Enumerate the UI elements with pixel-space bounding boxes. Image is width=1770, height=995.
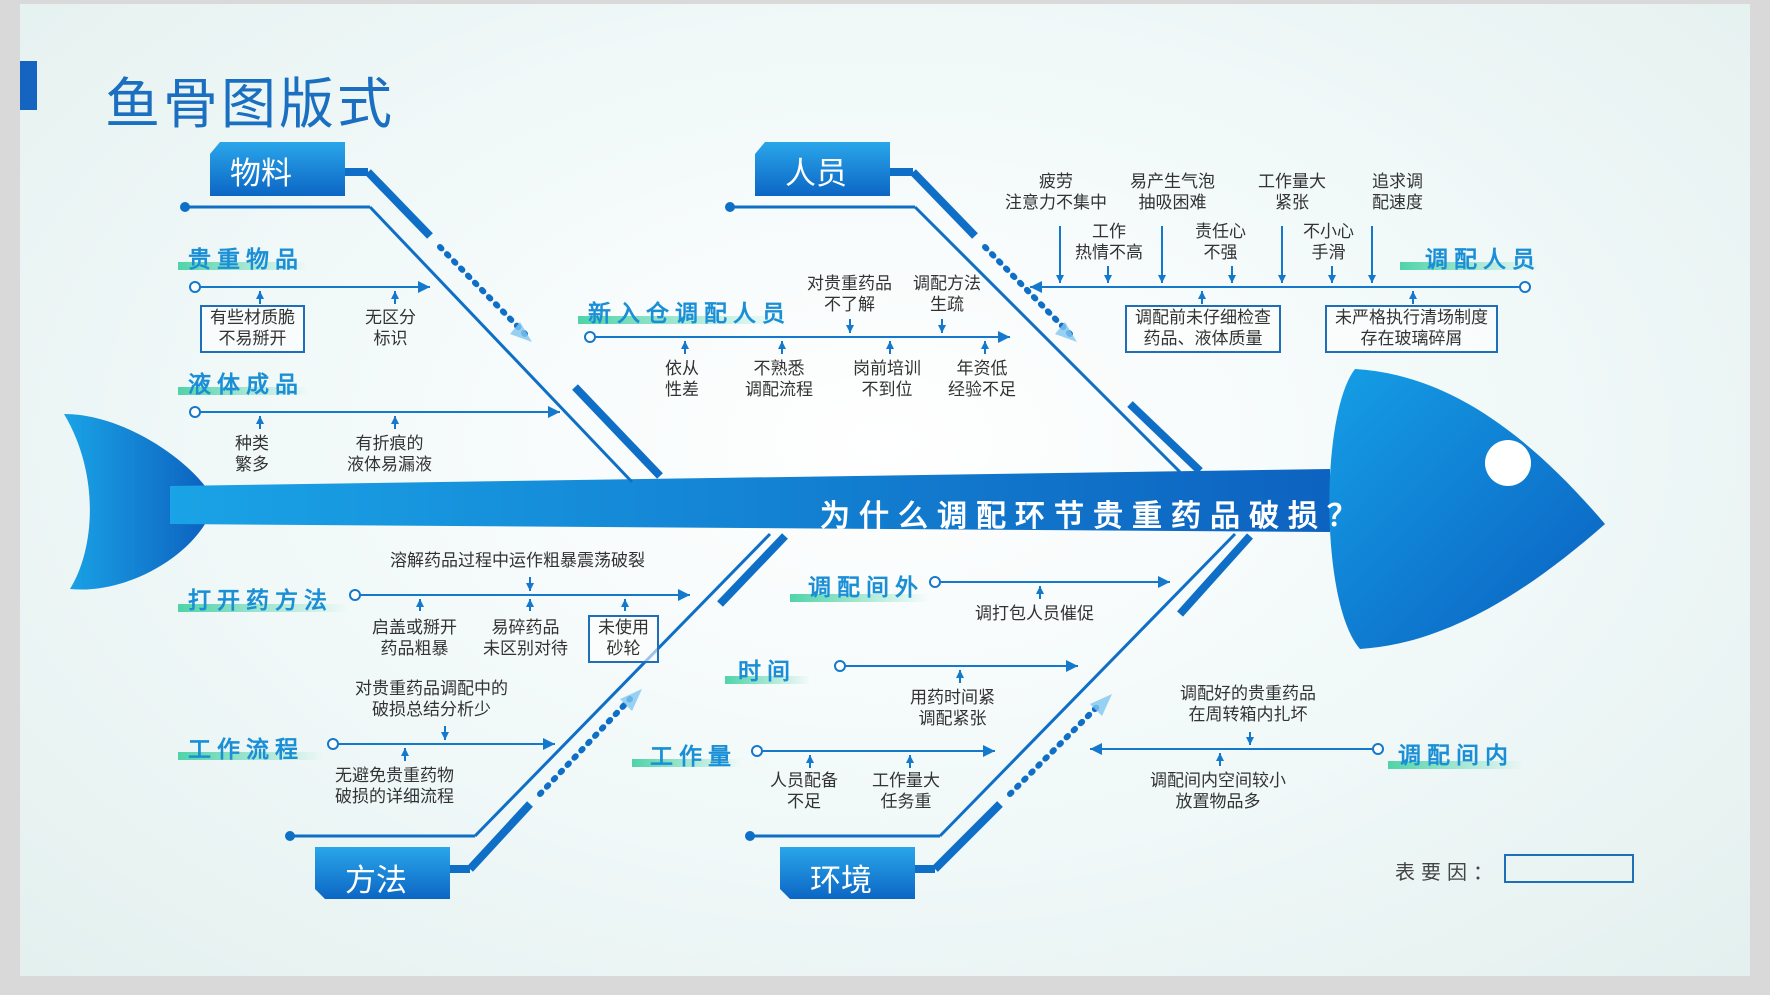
category-liquid-products: 液体成品 bbox=[188, 372, 304, 398]
tab-label-methods: 方法 bbox=[345, 863, 407, 899]
page-title: 鱼骨图版式 bbox=[105, 72, 396, 136]
cause-unfamiliar-flow: 不熟悉调配流程 bbox=[745, 359, 813, 400]
cause-speed: 追求调配速度 bbox=[1372, 172, 1423, 213]
cause-low-responsibility: 责任心不强 bbox=[1195, 222, 1246, 263]
problem-statement: 为什么调配环节贵重药品破损？ bbox=[820, 499, 1366, 534]
cause-box-puncture: 调配好的贵重药品在周转箱内扎坏 bbox=[1180, 684, 1316, 725]
tab-personnel bbox=[755, 142, 890, 196]
cause-junior: 年资低经验不足 bbox=[948, 359, 1016, 400]
tab-methods bbox=[315, 847, 450, 899]
cause-rough-shaking: 溶解药品过程中运作粗暴震荡破裂 bbox=[390, 551, 645, 571]
fish-spine bbox=[170, 469, 1330, 532]
category-outside-room: 调配间外 bbox=[808, 575, 924, 601]
cause-low-enthusiasm: 工作热情不高 bbox=[1075, 222, 1143, 263]
cause-box-no-check: 调配前未仔细检查药品、液体质量 bbox=[1125, 305, 1281, 353]
cause-many-types: 种类繁多 bbox=[235, 434, 269, 475]
bone-top-right bbox=[730, 168, 1203, 474]
cause-box-brittle: 有些材质脆不易掰开 bbox=[200, 305, 305, 353]
category-inside-room: 调配间内 bbox=[1398, 743, 1514, 769]
cause-rough-opening: 启盖或掰开药品粗暴 bbox=[372, 618, 457, 659]
category-new-staff: 新入仓调配人员 bbox=[588, 301, 791, 327]
category-dispensing-staff: 调配人员 bbox=[1425, 247, 1541, 273]
cause-fragile-untreated: 易碎药品未区别对待 bbox=[483, 618, 568, 659]
cause-understaffed: 人员配备不足 bbox=[770, 771, 838, 812]
cause-bubbles: 易产生气泡抽吸困难 bbox=[1130, 172, 1215, 213]
cause-crease-leak: 有折痕的液体易漏液 bbox=[347, 434, 432, 475]
category-valuable-items: 贵重物品 bbox=[188, 247, 304, 273]
fish-head bbox=[1329, 369, 1605, 649]
bone-bottom-right bbox=[750, 532, 1253, 873]
cause-slip: 不小心手滑 bbox=[1303, 222, 1354, 263]
legend-label: 表要因： bbox=[1395, 860, 1499, 884]
accent-bar bbox=[20, 61, 37, 110]
cause-packers-urge: 调打包人员催促 bbox=[975, 604, 1094, 624]
tab-label-personnel: 人员 bbox=[785, 156, 847, 192]
fish-tail bbox=[64, 414, 205, 590]
cause-little-analysis: 对贵重药品调配中的破损总结分析少 bbox=[355, 679, 508, 720]
cause-unfamiliar-drugs: 对贵重药品不了解 bbox=[807, 274, 892, 315]
cause-no-labels: 无区分标识 bbox=[365, 308, 416, 349]
fish-eye bbox=[1485, 440, 1531, 486]
cause-time-tight: 用药时间紧调配紧张 bbox=[910, 688, 995, 729]
cause-workload-tense: 工作量大紧张 bbox=[1258, 172, 1326, 213]
category-time: 时间 bbox=[738, 659, 796, 685]
cause-training: 岗前培训不到位 bbox=[853, 359, 921, 400]
cause-heavy-tasks: 工作量大任务重 bbox=[872, 771, 940, 812]
legend-box bbox=[1504, 854, 1634, 883]
slide: 鱼骨图版式 为什么调配环节贵重药品破损？ 物料 人员 方法 环境 贵重物品 有些… bbox=[20, 4, 1750, 976]
category-workload: 工作量 bbox=[650, 744, 737, 770]
fishbone-diagram bbox=[20, 61, 1634, 899]
tab-label-environment: 环境 bbox=[810, 863, 872, 899]
cause-no-procedure: 无避免贵重药物破损的详细流程 bbox=[335, 766, 454, 807]
tab-label-materials: 物料 bbox=[230, 156, 292, 192]
cause-method-rusty: 调配方法生疏 bbox=[913, 274, 981, 315]
tab-environment bbox=[780, 847, 915, 899]
cause-poor-compliance: 依从性差 bbox=[665, 359, 699, 400]
tab-materials bbox=[210, 142, 345, 196]
cause-small-space: 调配间内空间较小放置物品多 bbox=[1150, 771, 1286, 812]
cause-box-glass-debris: 未严格执行清场制度存在玻璃碎屑 bbox=[1325, 305, 1498, 353]
cause-fatigue: 疲劳注意力不集中 bbox=[1005, 172, 1107, 213]
category-workflow: 工作流程 bbox=[188, 737, 304, 763]
category-opening-method: 打开药方法 bbox=[188, 588, 333, 614]
cause-box-no-grinder: 未使用砂轮 bbox=[588, 615, 659, 663]
